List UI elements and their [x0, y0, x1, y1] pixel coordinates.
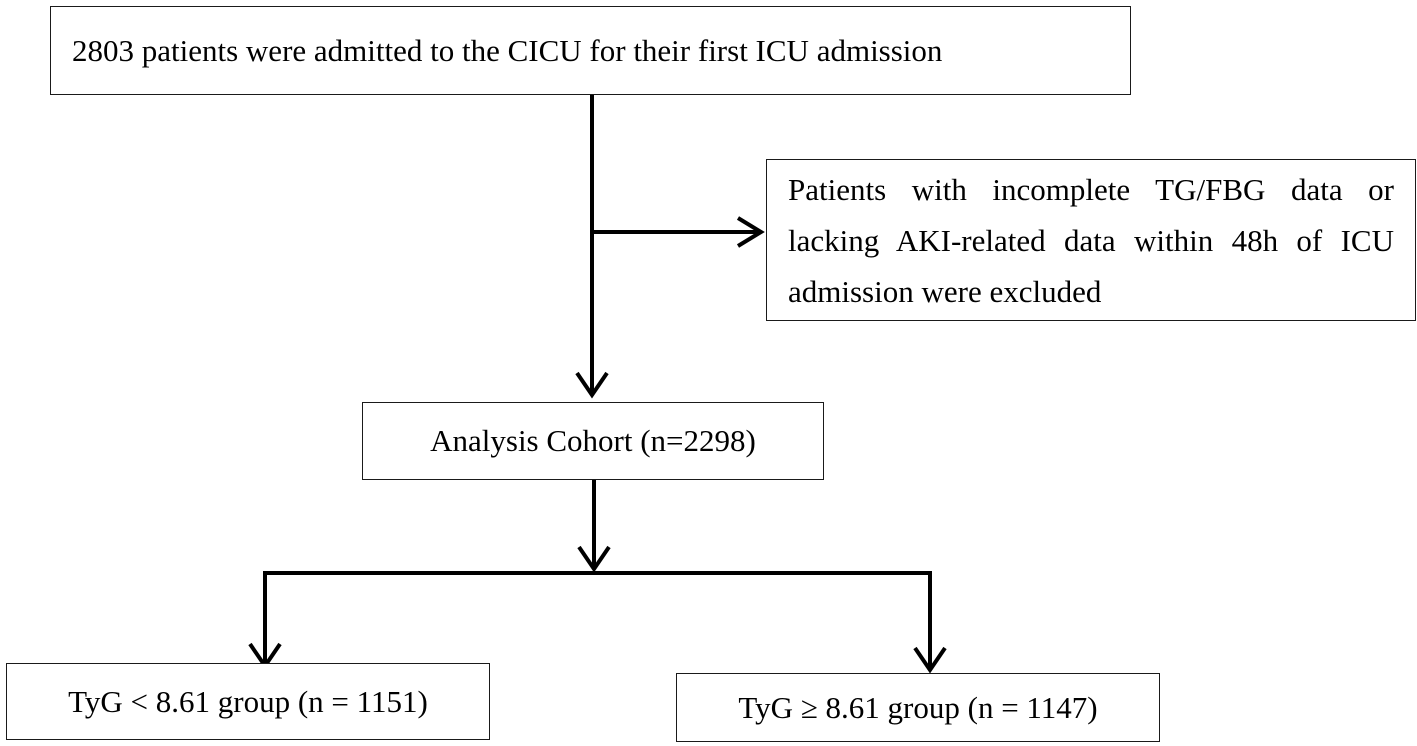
- start-text: 2803 patients were admitted to the CICU …: [72, 32, 943, 68]
- right-arrowhead: [913, 646, 947, 674]
- exclusion-box: Patients with incomplete TG/FBG data or …: [766, 159, 1416, 321]
- start-box: 2803 patients were admitted to the CICU …: [50, 6, 1131, 95]
- group-high-text: TyG ≥ 8.61 group (n = 1147): [738, 689, 1098, 725]
- trunk-arrowhead: [575, 371, 609, 399]
- cohort-text: Analysis Cohort (n=2298): [430, 423, 756, 458]
- exclusion-arrowhead: [736, 216, 765, 248]
- exclusion-text: Patients with incomplete TG/FBG data or …: [788, 171, 1394, 309]
- cohort-down-arrowhead: [577, 545, 611, 573]
- group-low-box: TyG < 8.61 group (n = 1151): [6, 663, 490, 740]
- group-high-box: TyG ≥ 8.61 group (n = 1147): [676, 673, 1160, 742]
- cohort-box: Analysis Cohort (n=2298): [362, 402, 824, 480]
- group-low-text: TyG < 8.61 group (n = 1151): [68, 683, 428, 719]
